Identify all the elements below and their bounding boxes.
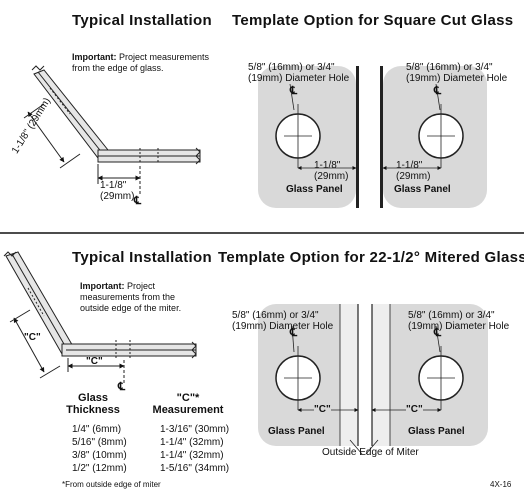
table-row: 1-3/16" (30mm) [160,424,230,435]
section1-title-right: Template Option for Square Cut Glass [232,12,514,29]
glass-panel-label-4: Glass Panel [408,426,465,437]
hole-label-miter-right: 5/8" (16mm) or 3/4" (19mm) Diameter Hole [408,310,510,332]
important-label: Important: [72,52,117,62]
glass-panel-label-3: Glass Panel [268,426,325,437]
important-label-2: Important: [80,281,125,291]
table-row: 1/4" (6mm) [72,424,122,435]
installation-diagram-square [23,65,201,196]
panel-dim-c-right: "C" [406,404,423,415]
table-row: 3/8" (10mm) [72,450,127,461]
table-header-thickness: Glass Thickness [66,392,120,416]
dim-c-diagonal: "C" [24,332,41,343]
section2-title-left: Typical Installation [72,249,212,266]
table-row: 5/16" (8mm) [72,437,127,448]
dim-horizontal: 1-1/8" (29mm) [100,180,135,202]
panel-dim-left: 1-1/8" (29mm) [314,160,349,182]
section2-title-right: Template Option for 22-1/2° Mitered Glas… [218,249,524,266]
glass-panel-label-2: Glass Panel [394,184,451,195]
centerline-mark-5: ℄ [290,327,298,339]
table-row: 1-1/4" (32mm) [160,450,224,461]
outside-edge-label: Outside Edge of Miter [322,447,419,458]
panel-dim-c-left: "C" [314,404,331,415]
template-square-right [380,66,487,208]
table-row: 1-5/16" (34mm) [160,463,230,474]
glass-panel-label-1: Glass Panel [286,184,343,195]
important-text-2: Project measurements from the outside ed… [80,281,182,313]
dim-c-horizontal: "C" [86,356,103,367]
template-miter-right [371,304,488,446]
important-text: Project measurements from the edge of gl… [72,52,210,73]
installation-diagram-miter [3,251,197,384]
centerline-mark-2: ℄ [290,85,298,97]
section1-important-note: Important: Project measurements from the… [72,52,212,74]
template-miter-left [258,304,359,446]
centerline-mark-6: ℄ [434,327,442,339]
hole-label-square-right: 5/8" (16mm) or 3/4" (19mm) Diameter Hole [406,62,508,84]
table-row: 1/2" (12mm) [72,463,127,474]
table-row: 1-1/4" (32mm) [160,437,224,448]
hole-label-square-left: 5/8" (16mm) or 3/4" (19mm) Diameter Hole [248,62,350,84]
table-header-measurement: "C"* Measurement [152,392,224,416]
hole-label-miter-left: 5/8" (16mm) or 3/4" (19mm) Diameter Hole [232,310,334,332]
centerline-mark-3: ℄ [434,85,442,97]
section2-important-note: Important: Project measurements from the… [80,281,206,314]
template-square-left [258,66,359,208]
centerline-mark-1: ℄ [134,195,142,207]
section1-title-left: Typical Installation [72,12,212,29]
panel-dim-right: 1-1/8" (29mm) [396,160,431,182]
table-footnote: *From outside edge of miter [62,480,161,489]
page-code: 4X-16 [490,480,512,489]
centerline-mark-4: ℄ [118,381,126,393]
